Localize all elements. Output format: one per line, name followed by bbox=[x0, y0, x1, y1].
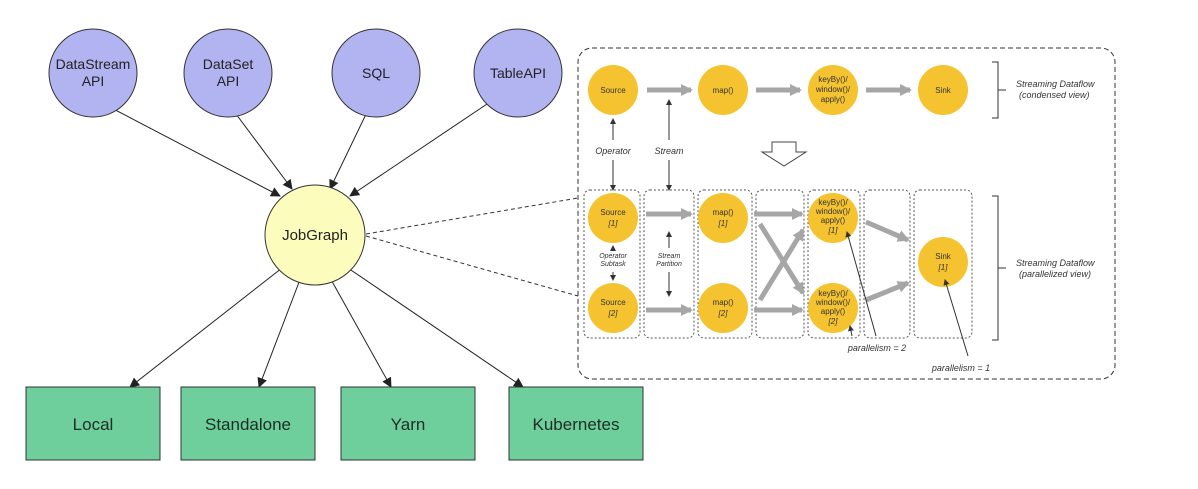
target-local[interactable]: Local bbox=[25, 386, 161, 461]
edge-jobgraph-yarn bbox=[328, 275, 392, 388]
parallelism-2-label: parallelism = 2 bbox=[847, 343, 906, 353]
p-agg1-label-2: window()/ bbox=[815, 207, 851, 216]
edge-tableapi-jobgraph bbox=[349, 101, 491, 197]
parallel-op-keyby-1: keyBy()/ window()/ apply() [1] bbox=[808, 193, 858, 243]
api-node-dataset[interactable]: DataSet API bbox=[183, 28, 273, 118]
p-agg2-sub: [2] bbox=[828, 317, 839, 326]
condensed-bracket bbox=[992, 61, 1006, 119]
stream-partition-label-1: Stream bbox=[658, 253, 681, 260]
edge-jobgraph-kubernetes bbox=[344, 265, 524, 388]
api-label-datastream-2: API bbox=[82, 73, 105, 89]
parallel-caption-2: (parallelized view) bbox=[1019, 269, 1091, 279]
parallel-columns bbox=[583, 189, 973, 339]
parallel-bracket bbox=[992, 195, 1006, 341]
condensed-op-keyby: keyBy()/ window()/ apply() bbox=[808, 65, 858, 115]
p-source1-label: Source bbox=[600, 208, 626, 217]
parallel-op-map-2: map() [2] bbox=[698, 283, 748, 333]
p-agg2-label-1: keyBy()/ bbox=[818, 289, 848, 298]
condensed-op-map-label: map() bbox=[713, 86, 734, 95]
p-agg1-label-1: keyBy()/ bbox=[818, 198, 848, 207]
operator-subtask-label-1: Operator bbox=[599, 253, 627, 260]
jobgraph-to-target-edges bbox=[129, 265, 524, 388]
condensed-caption-2: (condensed view) bbox=[1019, 90, 1090, 100]
parallel-caption-1: Streaming Dataflow bbox=[1016, 258, 1095, 268]
target-label-yarn: Yarn bbox=[391, 415, 426, 434]
api-node-datastream[interactable]: DataStream API bbox=[48, 28, 138, 118]
condensed-op-keyby-label-2: window()/ bbox=[815, 85, 851, 94]
parallel-op-source-1: Source [1] bbox=[588, 193, 638, 243]
api-label-sql: SQL bbox=[362, 65, 390, 81]
p-map2-label: map() bbox=[713, 298, 734, 307]
condensed-op-keyby-label-1: keyBy()/ bbox=[818, 75, 848, 84]
api-label-dataset-1: DataSet bbox=[203, 56, 254, 72]
api-label-tableapi: TableAPI bbox=[490, 65, 546, 81]
target-nodes: Local Standalone Yarn Kubernetes bbox=[25, 386, 644, 461]
condensed-caption-1: Streaming Dataflow bbox=[1016, 79, 1095, 89]
p-agg2-label-2: window()/ bbox=[815, 298, 851, 307]
condensed-op-source-label: Source bbox=[600, 86, 626, 95]
api-node-sql[interactable]: SQL bbox=[331, 28, 421, 118]
parallelism-1-label: parallelism = 1 bbox=[931, 363, 990, 373]
edge-jobgraph-standalone bbox=[257, 276, 302, 388]
p-source2-sub: [2] bbox=[608, 309, 619, 318]
stream-label: Stream bbox=[654, 146, 684, 156]
edge-datastream-jobgraph bbox=[99, 101, 281, 197]
subtask-partition-labels: Operator Subtask Stream Partition bbox=[599, 231, 682, 297]
condensed-op-sink: Sink bbox=[918, 65, 968, 115]
parallel-op-sink-1: Sink [1] bbox=[918, 237, 968, 287]
p-sink1-sub: [1] bbox=[938, 263, 949, 272]
jobgraph-node[interactable]: JobGraph bbox=[264, 184, 366, 286]
api-to-jobgraph-edges bbox=[99, 101, 491, 197]
down-arrow-icon bbox=[760, 141, 808, 167]
operator-subtask-label-2: Subtask bbox=[600, 261, 626, 268]
condensed-op-sink-label: Sink bbox=[935, 86, 952, 95]
condensed-op-source: Source bbox=[588, 65, 638, 115]
p-source2-label: Source bbox=[600, 298, 626, 307]
target-label-standalone: Standalone bbox=[205, 415, 291, 434]
api-node-tableapi[interactable]: TableAPI bbox=[473, 28, 563, 118]
parallel-op-map-1: map() [1] bbox=[698, 193, 748, 243]
condensed-view: Source map() keyBy()/ window()/ apply() … bbox=[588, 61, 1095, 119]
condensed-op-map: map() bbox=[698, 65, 748, 115]
dataflow-panel: Source map() keyBy()/ window()/ apply() … bbox=[577, 47, 1116, 380]
api-label-dataset-2: API bbox=[217, 73, 240, 89]
api-label-datastream-1: DataStream bbox=[56, 56, 131, 72]
edge-dataset-jobgraph bbox=[232, 109, 293, 190]
condensed-op-keyby-label-3: apply() bbox=[821, 95, 846, 104]
parallel-op-keyby-2: keyBy()/ window()/ apply() [2] bbox=[808, 283, 858, 333]
operator-label: Operator bbox=[595, 146, 632, 156]
jobgraph-label: JobGraph bbox=[282, 227, 348, 244]
parallel-op-source-2: Source [2] bbox=[588, 283, 638, 333]
p-agg2-label-3: apply() bbox=[821, 307, 846, 316]
p-map1-label: map() bbox=[713, 208, 734, 217]
edge-sql-jobgraph bbox=[329, 109, 369, 190]
p-agg1-sub: [1] bbox=[828, 226, 839, 235]
operator-stream-labels: Operator Stream bbox=[595, 99, 684, 191]
target-kubernetes[interactable]: Kubernetes bbox=[508, 386, 644, 461]
parallel-streams bbox=[646, 208, 910, 316]
target-label-local: Local bbox=[73, 415, 114, 434]
p-source1-sub: [1] bbox=[608, 219, 619, 228]
target-label-kubernetes: Kubernetes bbox=[533, 415, 620, 434]
p-agg1-label-3: apply() bbox=[821, 216, 846, 225]
edge-jobgraph-local bbox=[129, 267, 283, 388]
p-map1-sub: [1] bbox=[718, 219, 729, 228]
p-sink1-label: Sink bbox=[935, 252, 952, 261]
p-map2-sub: [2] bbox=[718, 309, 729, 318]
target-standalone[interactable]: Standalone bbox=[180, 386, 316, 461]
parallelism-pointers bbox=[845, 231, 969, 357]
target-yarn[interactable]: Yarn bbox=[340, 386, 476, 461]
jobgraph-dataflow-connectors bbox=[365, 197, 579, 297]
api-nodes: DataStream API DataSet API SQL TableAPI bbox=[48, 28, 563, 118]
stream-partition-label-2: Partition bbox=[656, 261, 682, 268]
